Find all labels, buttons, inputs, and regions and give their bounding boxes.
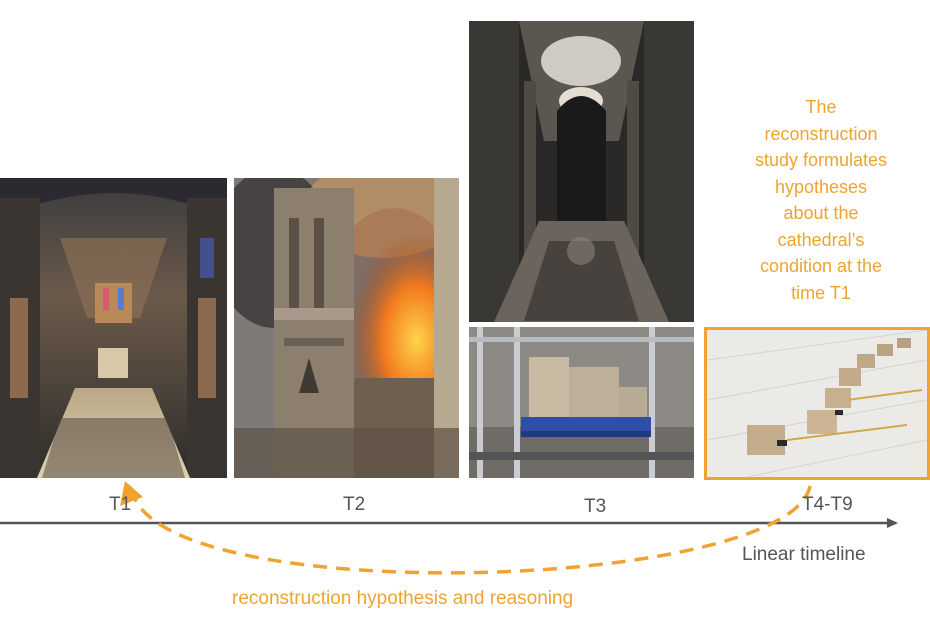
- label-t3: T3: [584, 496, 607, 517]
- photo-t3-burned-nave: [469, 21, 694, 322]
- annotation-text: The reconstruction study formulates hypo…: [754, 97, 888, 303]
- curved-arrowhead-icon: [120, 481, 143, 506]
- label-t1: T1: [109, 494, 132, 515]
- arc-caption: reconstruction hypothesis and reasoning: [232, 588, 574, 609]
- photo-t4-t9-stones-on-floor: [704, 327, 930, 480]
- photo-t3-stones-on-pallet: [469, 327, 694, 478]
- label-t4-t9: T4-T9: [802, 494, 853, 515]
- photo-t2-fire: [234, 178, 459, 478]
- curved-dashed-arrow: [131, 485, 812, 575]
- label-t2: T2: [343, 494, 366, 515]
- photo-t1-intact-nave: [0, 178, 227, 478]
- timeline-axis-label: Linear timeline: [742, 544, 866, 565]
